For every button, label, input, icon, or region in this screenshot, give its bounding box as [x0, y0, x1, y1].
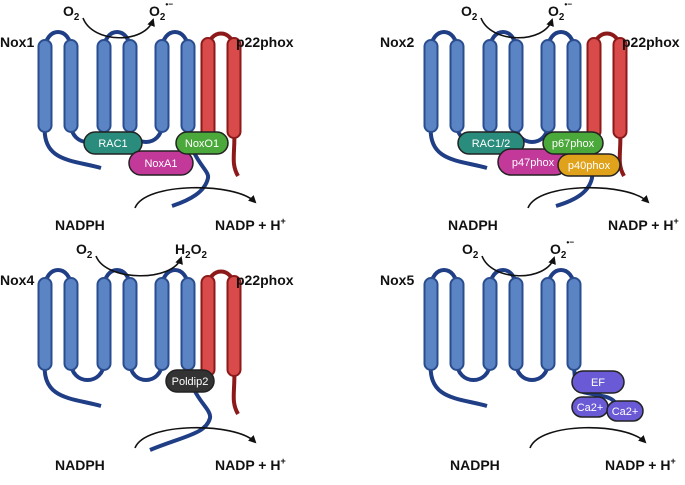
nox-helix: [180, 277, 196, 371]
reaction-arrow-bottom: [134, 426, 257, 449]
substrate-label: O2: [63, 3, 80, 23]
product-label: O2•−: [550, 237, 574, 261]
nox-helix: [180, 39, 196, 133]
reaction-arrow-top: [82, 17, 155, 39]
subunit-0-label: RAC1: [98, 138, 127, 150]
subunit-3-shape: [557, 153, 621, 177]
subunit-0-label: RAC1/2: [472, 138, 511, 150]
subunit-2-shape: [606, 400, 644, 422]
nox-helix: [96, 277, 112, 371]
nadp-label: NADP + H+: [215, 456, 286, 473]
reaction-arrow-bottom: [527, 186, 650, 209]
n-terminal-tail: [428, 361, 488, 408]
p22phox-helix: [200, 275, 216, 377]
nox-helix: [508, 39, 524, 133]
subunit-1-label: NoxA1: [144, 158, 177, 170]
nox-helix: [540, 277, 556, 371]
nox-helix: [63, 277, 79, 371]
nox-helix: [96, 39, 112, 133]
subunit-0-shape: [457, 131, 525, 155]
reaction-arrow-top: [95, 255, 183, 277]
panel-nox5: Nox5 O2 O2•− EF Ca2+ Ca2+ NADPH NADP + H+: [380, 237, 676, 473]
nox-helix: [449, 277, 465, 371]
p22phox-helix: [226, 37, 242, 139]
nox-helix: [37, 39, 53, 133]
subunit-1-label: p47phox: [512, 157, 555, 169]
subunit-3-label: p40phox: [568, 160, 611, 172]
substrate-label: O2: [461, 3, 478, 23]
n-terminal-tail: [42, 123, 102, 170]
substrate-label: O2: [462, 241, 479, 261]
subunit-2-label: p67phox: [552, 138, 595, 150]
product-label: O2•−: [548, 0, 572, 23]
subunit-0-label: Poldip2: [172, 376, 209, 388]
nox-helix: [449, 39, 465, 133]
subunit-2-label: NoxO1: [185, 138, 219, 150]
p22phox-label: p22phox: [236, 34, 294, 50]
nox-helix: [37, 277, 53, 371]
nox-helix: [423, 277, 439, 371]
nox-helix: [482, 277, 498, 371]
subunit-1-shape: [128, 150, 194, 176]
nox-helix: [63, 39, 79, 133]
reaction-arrow-top: [480, 17, 554, 39]
subunit-2-shape: [175, 131, 229, 155]
panel-title: Nox5: [380, 272, 414, 288]
n-terminal-tail: [42, 361, 102, 408]
subunit-2-label: Ca2+: [612, 406, 639, 418]
panel-title: Nox4: [0, 272, 34, 288]
nadp-label: NADP + H+: [605, 456, 676, 473]
p22phox-helix: [200, 37, 216, 139]
nadph-label: NADPH: [450, 457, 500, 473]
nox-helix: [154, 277, 170, 371]
n-terminal-tail: [428, 123, 488, 170]
panel-title: Nox1: [0, 34, 34, 50]
nox-helix: [122, 277, 138, 371]
p22phox-helix: [586, 37, 602, 139]
subunit-0-label: EF: [591, 377, 605, 389]
nadph-label: NADPH: [55, 217, 105, 233]
nox-helix: [566, 39, 582, 133]
nadph-label: NADPH: [448, 217, 498, 233]
nox-helix: [566, 277, 582, 371]
nadph-label: NADPH: [55, 457, 105, 473]
subunit-0-shape: [571, 370, 625, 394]
product-label: H2O2: [175, 241, 207, 261]
nox-helix: [154, 39, 170, 133]
nox-helix: [423, 39, 439, 133]
reaction-arrow-bottom: [134, 186, 257, 209]
substrate-label: O2: [76, 241, 93, 261]
p22phox-helix: [226, 275, 242, 377]
subunit-0-shape: [165, 369, 215, 393]
p22phox-label: p22phox: [622, 34, 680, 50]
nox-helix: [540, 39, 556, 133]
p22phox-helix: [612, 37, 628, 139]
nox-helix: [508, 277, 524, 371]
panel-title: Nox2: [380, 34, 414, 50]
product-label: O2•−: [149, 0, 173, 23]
reaction-arrow-top: [481, 255, 556, 277]
nadp-label: NADP + H+: [215, 216, 286, 233]
p22phox-label: p22phox: [236, 272, 294, 288]
subunit-1-label: Ca2+: [577, 402, 604, 414]
subunit-0-shape: [83, 131, 143, 155]
nadp-label: NADP + H+: [608, 216, 679, 233]
nox-helix: [122, 39, 138, 133]
reaction-arrow-bottom: [529, 426, 647, 449]
nox-helix: [482, 39, 498, 133]
